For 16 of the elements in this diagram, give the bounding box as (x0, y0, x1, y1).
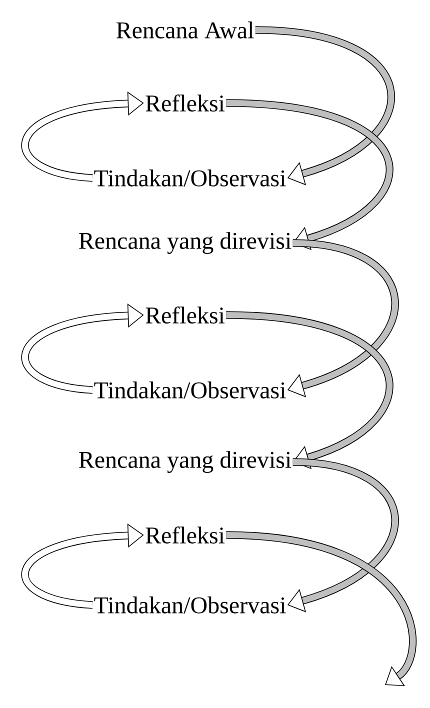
curved-arrow (255, 26, 394, 186)
step-label: Tindakan/Observasi (94, 596, 286, 614)
curved-arrow (22, 523, 144, 609)
curved-arrow (22, 303, 144, 394)
step-label: Rencana Awal (116, 22, 254, 38)
step-label: Tindakan/Observasi (94, 170, 286, 186)
curved-arrow (22, 91, 144, 182)
curved-arrow (226, 531, 416, 686)
step-label: Rencana yang direvisi (79, 232, 292, 254)
step-label: Refleksi (146, 306, 225, 324)
curved-arrow (226, 99, 394, 250)
step-label: Tindakan/Observasi (94, 382, 286, 398)
step-label: Rencana yang direvisi (79, 451, 292, 473)
step-label: Refleksi (146, 94, 225, 112)
curved-arrow (226, 311, 394, 470)
step-label: Refleksi (146, 526, 225, 544)
